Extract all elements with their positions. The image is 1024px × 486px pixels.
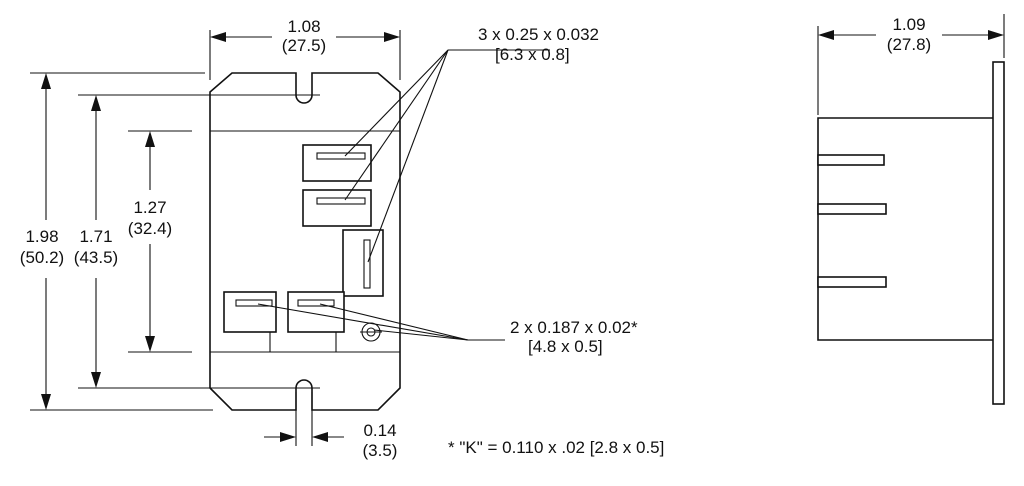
depth-inches: 1.09 [892,15,925,34]
slot-spacing-dimension [78,94,320,389]
terminal-span-inches: 1.27 [133,198,166,217]
k-terminal-footnote: * "K" = 0.110 x .02 [2.8 x 0.5] [448,438,664,457]
small-terminal-leaders [257,303,505,341]
large-terminal-2 [302,189,372,227]
side-view [817,14,1005,405]
width-dimension [209,30,401,80]
large-terminal-spec: 3 x 0.25 x 0.032 [478,25,599,44]
side-terminal-1 [817,154,885,166]
large-terminal-3 [342,229,384,297]
side-terminal-3 [817,276,887,288]
large-terminal-1 [302,144,372,182]
front-view [30,30,550,446]
mounting-plate-outline [209,72,401,411]
depth-dimension [817,14,1005,115]
terminal-span-dimension [128,130,192,353]
slot-spacing-inches: 1.71 [79,227,112,246]
small-terminal-1 [223,291,277,352]
terminal-span-mm: (32.4) [128,219,172,238]
small-terminal-spec-mm: [4.8 x 0.5] [528,337,603,356]
side-mounting-plate [992,61,1005,405]
k-terminal-screw [360,322,382,342]
width-inches: 1.08 [287,17,320,36]
slot-width-inches: 0.14 [363,421,396,440]
large-terminal-spec-mm: [6.3 x 0.8] [495,45,570,64]
overall-height-inches: 1.98 [25,227,58,246]
overall-height-mm: (50.2) [20,248,64,267]
slot-width-dimension [264,392,344,446]
slot-width-mm: (3.5) [363,441,398,460]
side-terminal-2 [817,203,887,215]
depth-mm: (27.8) [887,35,931,54]
small-terminal-spec: 2 x 0.187 x 0.02* [510,318,638,337]
side-body-outline [817,117,993,341]
width-mm: (27.5) [282,36,326,55]
large-terminal-leaders [344,49,550,263]
slot-spacing-mm: (43.5) [74,248,118,267]
overall-height-dimension [30,72,213,411]
small-terminal-2 [287,291,345,352]
